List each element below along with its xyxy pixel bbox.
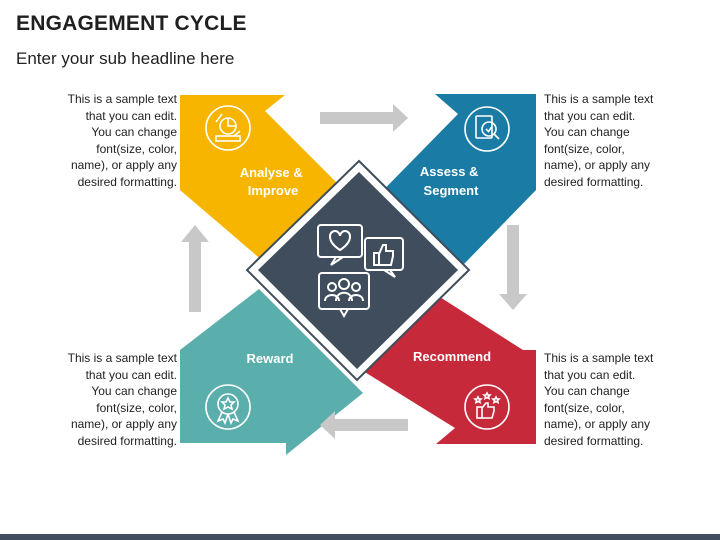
page-title: ENGAGEMENT CYCLE: [16, 12, 247, 35]
document-check-icon: [464, 106, 510, 152]
arrow-right: [320, 104, 408, 132]
page-subtitle: Enter your sub headline here: [16, 49, 235, 68]
description-top-left: This is a sample text that you can edit.…: [67, 92, 177, 189]
description-top-right: This is a sample text that you can edit.…: [544, 92, 654, 189]
people-bubble-icon: [318, 272, 370, 319]
segment-analyse-improve-label: Analyse & Improve: [240, 165, 307, 198]
thumbs-up-stars-icon: [464, 384, 510, 430]
segment-recommend-label: Recommend: [413, 349, 491, 364]
award-badge-icon: [205, 384, 251, 430]
arrow-up: [181, 225, 209, 312]
analysis-icon: [205, 105, 251, 151]
description-bottom-right: This is a sample text that you can edit.…: [544, 351, 654, 448]
arrow-down: [499, 225, 527, 310]
footer-bar: [0, 534, 720, 540]
segment-reward-label: Reward: [247, 351, 294, 366]
thumbs-up-bubble-icon: [364, 237, 404, 278]
description-bottom-left: This is a sample text that you can edit.…: [67, 351, 177, 448]
segment-assess-segment-label: Assess & Segment: [420, 164, 482, 198]
arrow-left: [320, 411, 408, 439]
heart-bubble-icon: [317, 224, 363, 266]
center-hub: [245, 159, 471, 382]
segment-reward[interactable]: Reward: [180, 289, 363, 455]
